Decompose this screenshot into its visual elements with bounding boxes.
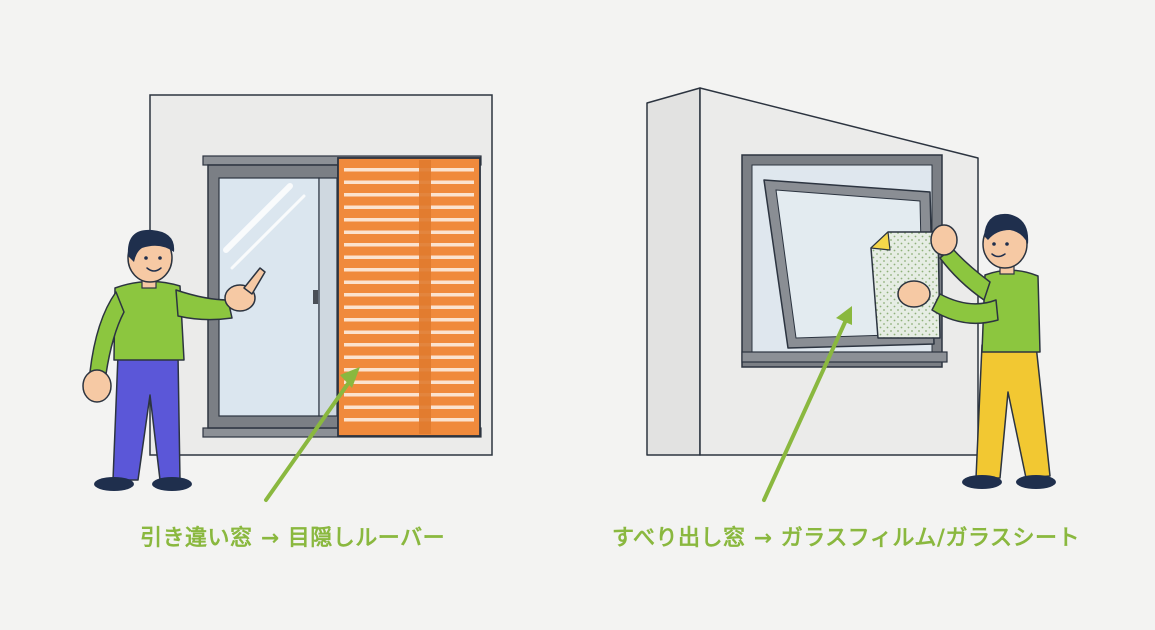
glass-reflection	[230, 194, 306, 270]
louver-slat-gap	[344, 380, 474, 384]
left-caption-solution: 目隠しルーバー	[287, 526, 446, 551]
louver-slat-gap	[344, 168, 474, 172]
left-person-shoe	[94, 477, 134, 491]
louver-slat-gap	[344, 368, 474, 372]
casement-window-sill	[741, 351, 948, 363]
louver-slat-gap	[344, 405, 474, 409]
left-person-smile	[146, 267, 162, 272]
left-person-arm-pointing	[175, 289, 233, 321]
right-person-hand	[930, 224, 958, 256]
left-caption-window: 引き違い窓	[140, 526, 253, 551]
louver-slat-gap	[344, 355, 474, 359]
right-caption-window: すべり出し窓	[612, 526, 746, 551]
pointing-finger	[243, 267, 266, 295]
right-wall-side	[646, 87, 701, 456]
louver-slat-gap	[344, 268, 474, 272]
right-caption-arrow: →	[753, 526, 773, 551]
right-person-shoe	[1016, 475, 1056, 489]
louver-slat-gap	[344, 230, 474, 234]
right-person-eye	[1005, 242, 1009, 246]
right-person-hand	[897, 280, 931, 308]
glass-reflection	[223, 183, 293, 253]
louver-slat-gap	[344, 180, 474, 184]
louver-slat-gap	[344, 243, 474, 247]
louver-slat-gap	[344, 343, 474, 347]
louver-slat-gap	[344, 205, 474, 209]
right-person-shirt	[981, 269, 1041, 353]
louver-slat-gap	[344, 193, 474, 197]
right-person-smile	[991, 253, 1006, 258]
window-handle	[313, 290, 318, 304]
sliding-window-second-sash	[318, 177, 338, 417]
right-person-hair	[984, 213, 1029, 244]
privacy-louver	[337, 157, 481, 437]
left-person-pants	[112, 354, 181, 481]
person-applying-film-icon	[897, 213, 1056, 489]
left-person-shoe	[152, 477, 192, 491]
louver-slat-gap	[344, 330, 474, 334]
louver-slat-gap	[344, 280, 474, 284]
person-pointing-icon	[82, 229, 266, 491]
louver-slat-gap	[344, 305, 474, 309]
arrow-up-right-icon	[762, 306, 852, 502]
right-scene	[646, 87, 1056, 502]
film-peeled-corner	[870, 231, 891, 251]
louver-slat-gap	[344, 318, 474, 322]
left-person-eye	[158, 256, 162, 260]
right-person-pants	[975, 344, 1051, 479]
louver-slat-gap	[344, 218, 474, 222]
right-person-arm-lower	[931, 293, 999, 325]
arrow-up-right-icon	[264, 367, 360, 502]
right-person-shoe	[962, 475, 1002, 489]
right-person-eye	[992, 242, 996, 246]
louver-center-bar	[419, 160, 431, 434]
left-person-hair	[127, 229, 175, 262]
left-person-shirt	[113, 280, 185, 361]
louver-slat-gap	[344, 293, 474, 297]
left-person-eye	[144, 256, 148, 260]
left-scene	[82, 94, 493, 502]
louver-slats	[344, 168, 474, 422]
right-person-arm-upper	[939, 247, 991, 301]
right-caption-solution: ガラスフィルム/ガラスシート	[780, 526, 1081, 551]
left-person-hand	[82, 369, 112, 403]
right-caption: すべり出し窓 → ガラスフィルム/ガラスシート	[612, 520, 1080, 552]
louver-slat-gap	[344, 418, 474, 422]
louver-slat-gap	[344, 393, 474, 397]
louver-slat-gap	[344, 255, 474, 259]
left-caption-arrow: →	[260, 526, 280, 551]
left-caption: 引き違い窓 → 目隠しルーバー	[140, 520, 445, 552]
